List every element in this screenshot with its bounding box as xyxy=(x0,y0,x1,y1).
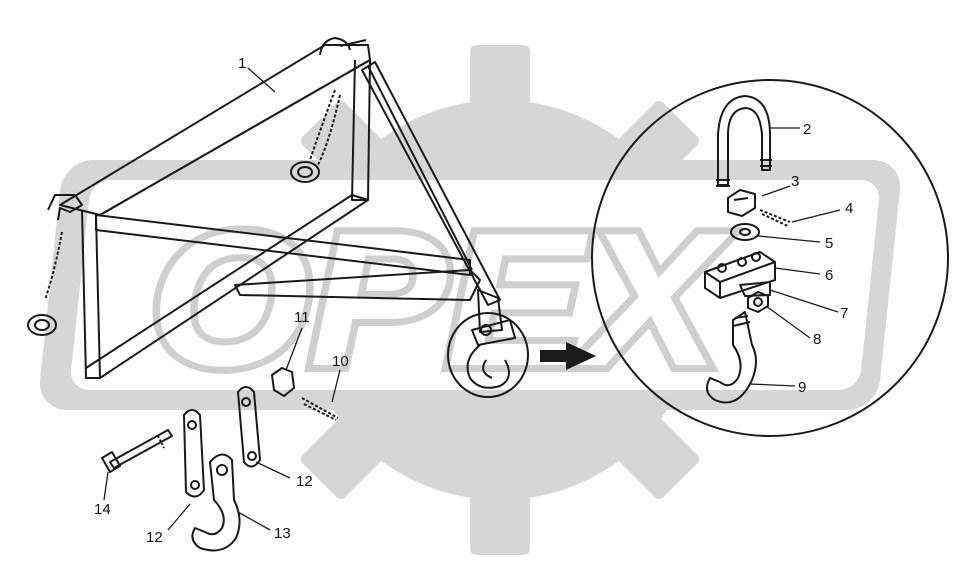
callout-4: 4 xyxy=(845,200,853,217)
castle-nut-small xyxy=(271,367,295,397)
bolt xyxy=(109,429,173,469)
callout-13: 13 xyxy=(274,525,291,542)
cotter-pin-small xyxy=(301,397,339,421)
link-plate-left xyxy=(183,409,205,498)
loose-parts xyxy=(101,367,339,552)
callout-3: 3 xyxy=(791,173,799,190)
callout-1: 1 xyxy=(238,55,246,72)
callout-9: 9 xyxy=(798,379,806,396)
callout-14: 14 xyxy=(94,501,111,518)
callout-8: 8 xyxy=(813,331,821,348)
callout-2: 2 xyxy=(803,121,811,138)
callout-5: 5 xyxy=(825,235,833,252)
callout-10: 10 xyxy=(332,353,349,370)
callout-12b: 12 xyxy=(296,473,313,490)
cotter-pin xyxy=(759,209,791,227)
watermark-logo: OPEX xyxy=(39,45,901,555)
washer xyxy=(730,223,760,241)
lift-frame xyxy=(27,37,529,398)
callout-labels: 1 2 3 4 5 6 7 8 9 10 11 12 12 13 14 xyxy=(94,55,853,546)
leader-lines xyxy=(103,67,841,531)
detail-view xyxy=(591,79,949,437)
castle-nut xyxy=(727,189,756,217)
hex-nut xyxy=(747,291,769,313)
link-plate-right xyxy=(237,386,261,468)
u-bolt xyxy=(717,95,771,186)
callout-12a: 12 xyxy=(146,529,163,546)
callout-7: 7 xyxy=(840,305,848,322)
small-hook xyxy=(191,453,241,552)
callout-11: 11 xyxy=(294,309,310,326)
mount-plate xyxy=(704,251,776,299)
detail-arrow-icon xyxy=(540,342,596,370)
callout-6: 6 xyxy=(825,267,833,284)
tow-hook xyxy=(705,311,757,404)
